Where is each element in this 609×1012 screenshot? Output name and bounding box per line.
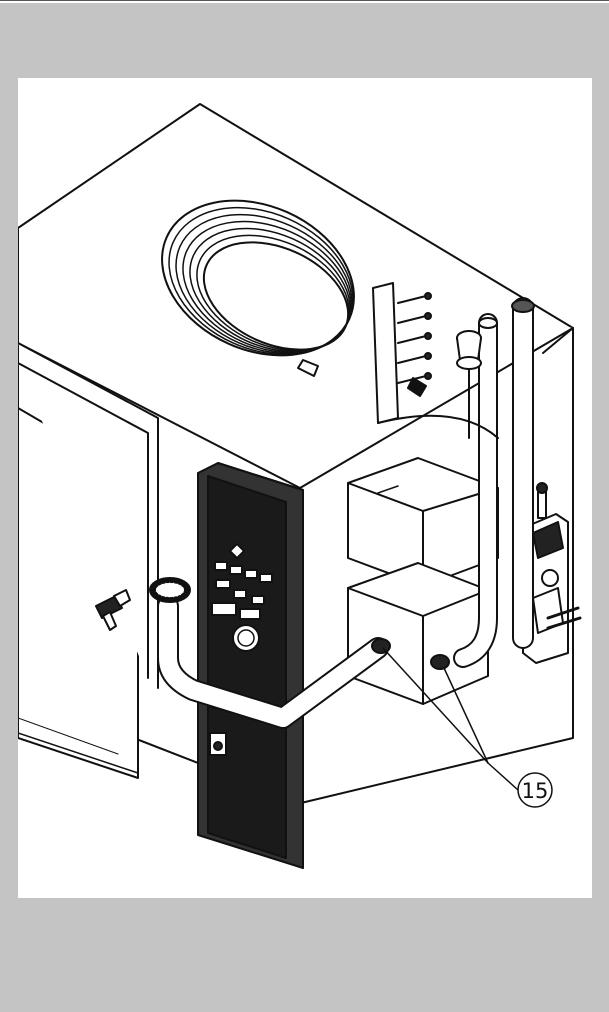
solenoid-valve-assembly bbox=[522, 482, 582, 664]
drain-pipe bbox=[157, 595, 450, 729]
drain-junction-box bbox=[347, 562, 489, 705]
door-handle bbox=[95, 589, 131, 631]
vent-pipes bbox=[453, 297, 535, 668]
page-frame: 15 bbox=[0, 3, 609, 1012]
callout-label: 15 bbox=[522, 779, 549, 803]
top-rule bbox=[0, 0, 609, 1]
drain-strainer bbox=[149, 577, 191, 603]
sensor-connector-block bbox=[372, 282, 499, 439]
core-temperature-probe bbox=[456, 330, 482, 439]
combi-oven-drain-illustration: 15 bbox=[18, 103, 582, 869]
coiled-cable bbox=[161, 199, 355, 377]
control-panel bbox=[197, 462, 304, 869]
callout-leader-lines bbox=[382, 647, 519, 791]
callout-15: 15 bbox=[517, 772, 553, 808]
oven-door bbox=[18, 342, 159, 779]
callout-circle bbox=[517, 772, 553, 808]
figure-panel: 15 bbox=[18, 78, 592, 898]
